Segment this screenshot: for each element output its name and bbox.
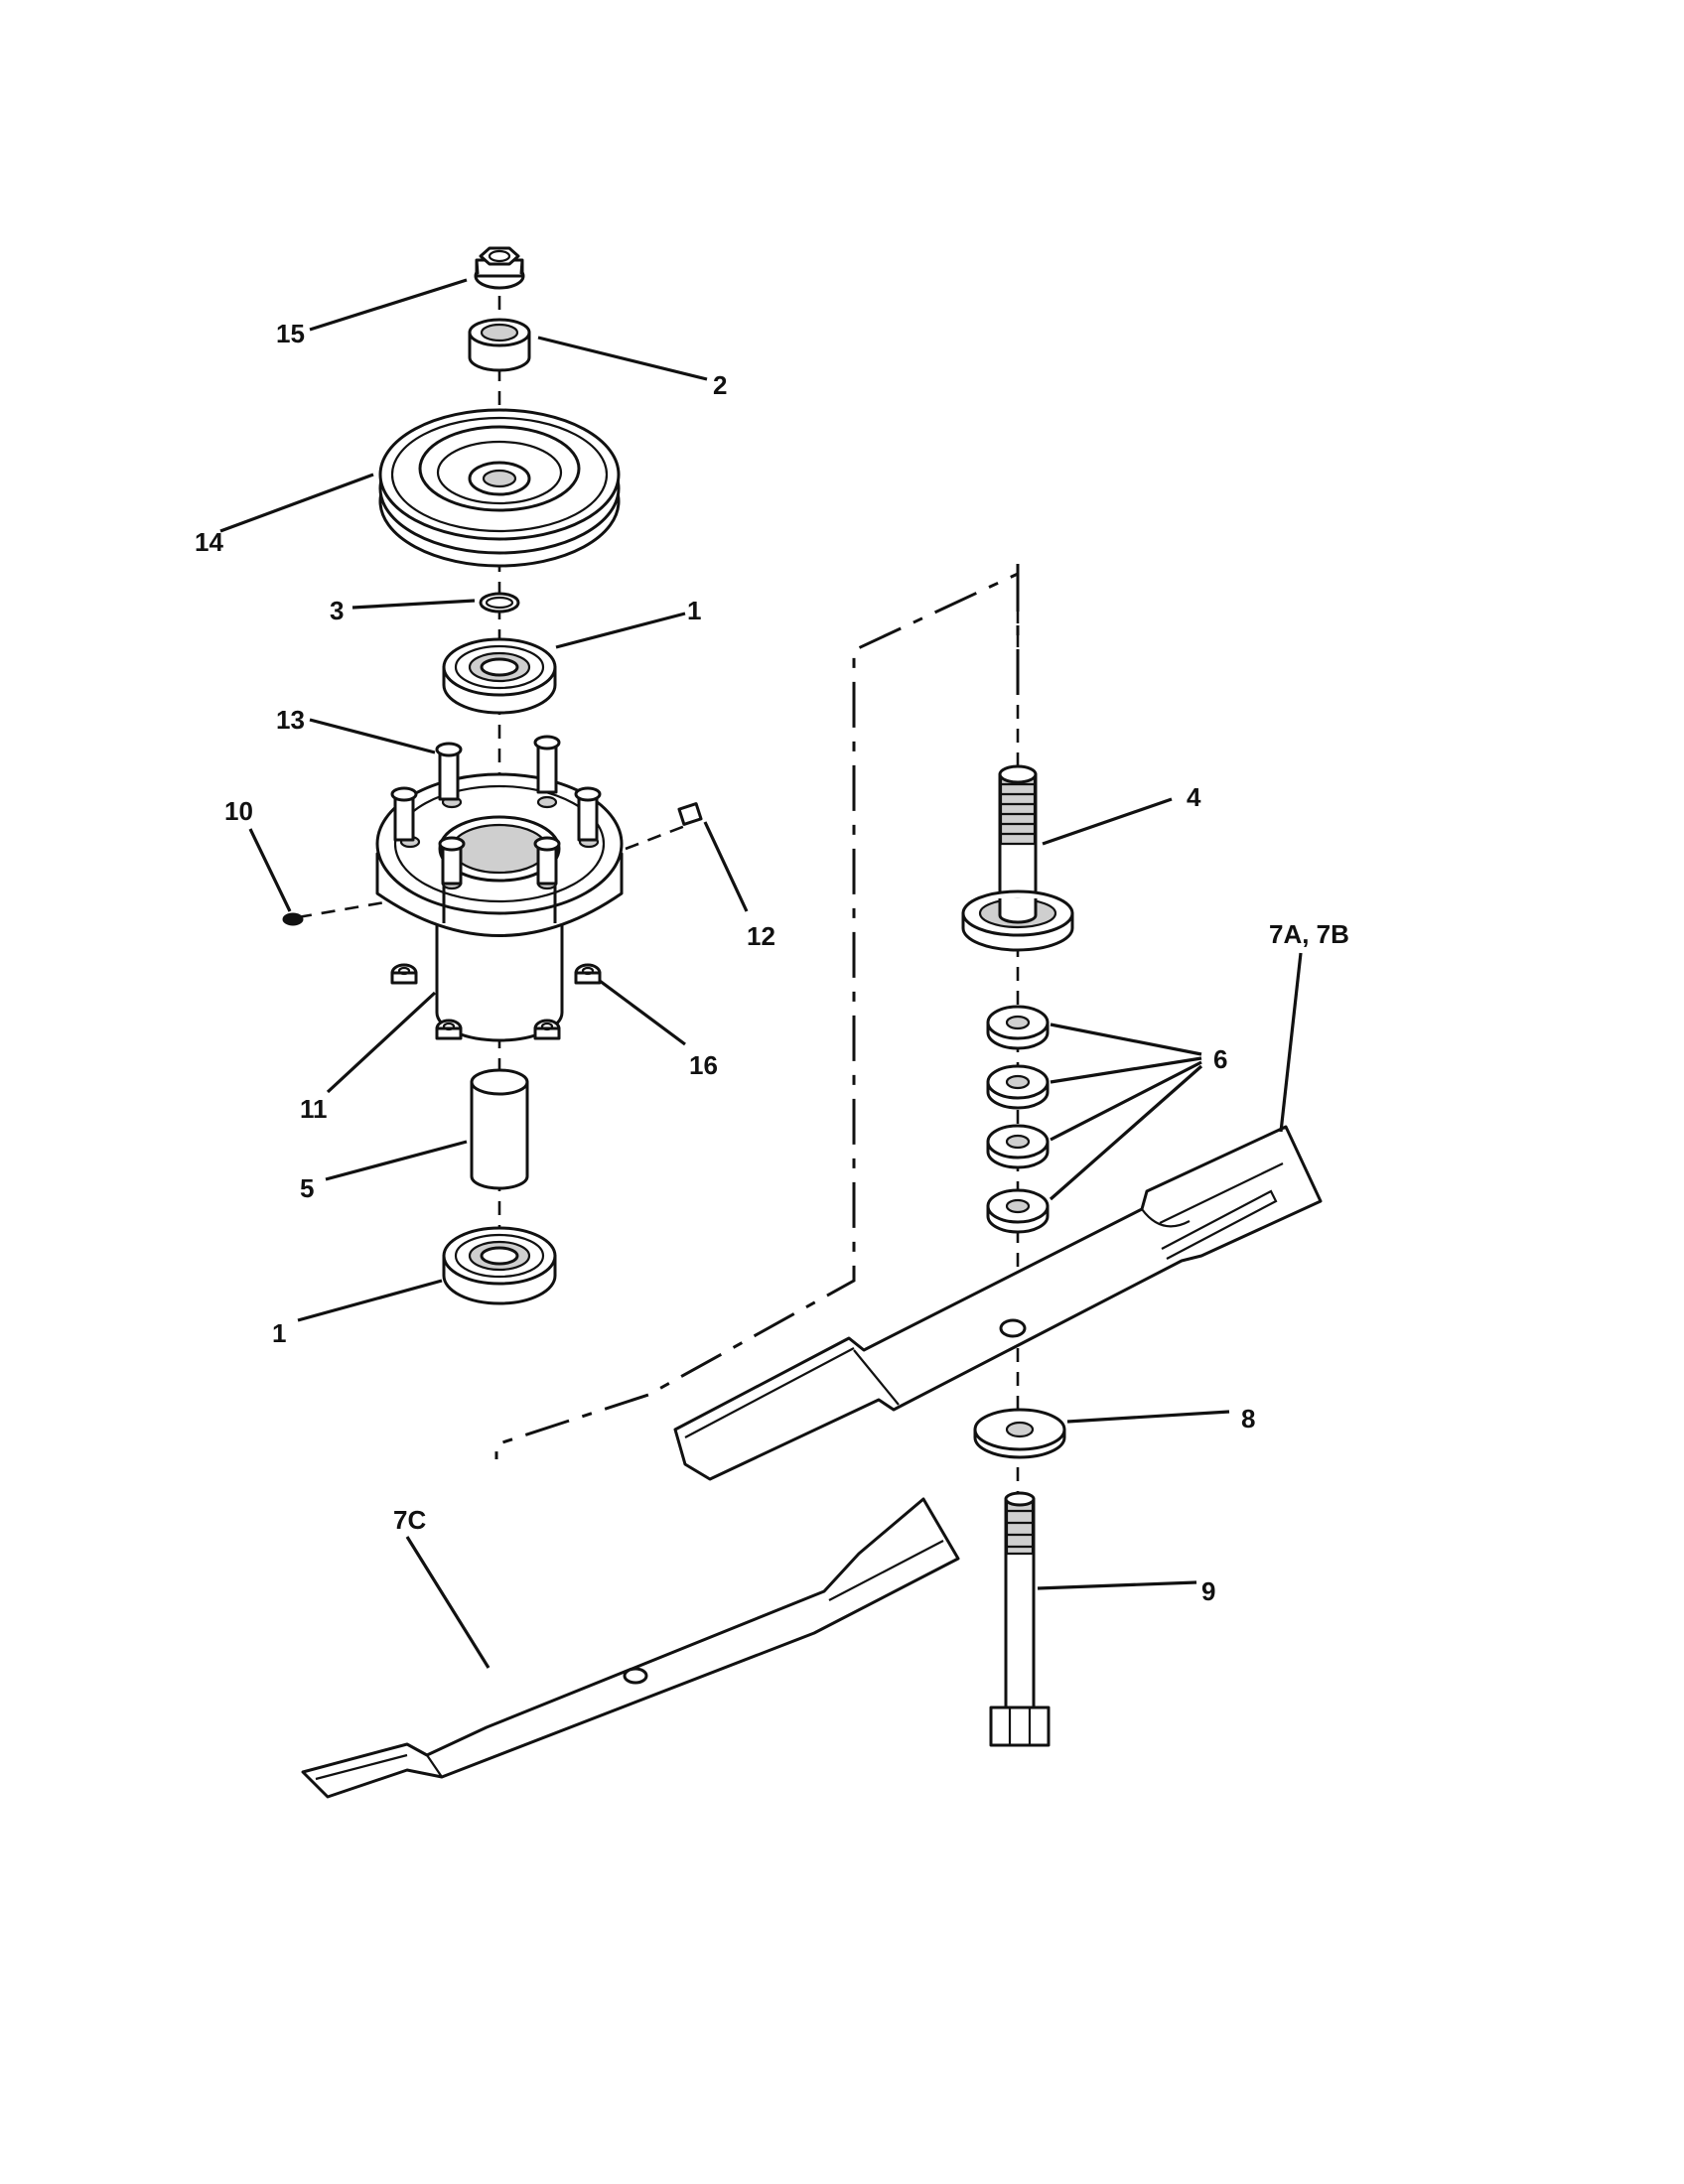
leader-6a [1050, 1023, 1202, 1056]
leader-7c [405, 1536, 491, 1669]
callout-1-lower: 1 [272, 1318, 286, 1348]
part-10-plug[interactable] [282, 912, 304, 926]
leader-1-lower [297, 1279, 443, 1322]
callout-12: 12 [747, 921, 775, 951]
part-6-washers[interactable] [986, 1005, 1050, 1234]
leader-5 [325, 1140, 468, 1181]
leader-1-upper [555, 612, 686, 649]
leader-11 [326, 991, 437, 1094]
leader-6c [1050, 1060, 1202, 1142]
leader-2 [537, 336, 708, 381]
callout-14: 14 [195, 527, 223, 557]
leader-16 [599, 979, 686, 1046]
leader-14 [219, 473, 374, 533]
leader-6d [1049, 1064, 1203, 1201]
part-7ab-blade[interactable] [673, 1125, 1323, 1481]
callout-3: 3 [330, 596, 344, 625]
part-12-set-screw[interactable] [677, 802, 703, 826]
callout-11: 11 [300, 1094, 328, 1124]
callout-13: 13 [276, 705, 305, 735]
leader-15 [309, 278, 468, 332]
callout-7c: 7C [393, 1505, 426, 1535]
part-5-spacer-tube[interactable] [470, 1068, 529, 1190]
leader-4 [1042, 797, 1173, 846]
callout-16: 16 [689, 1050, 718, 1080]
callout-4: 4 [1187, 782, 1201, 812]
leader-10 [248, 828, 292, 912]
part-16-nuts[interactable] [390, 963, 602, 1040]
callout-2: 2 [713, 370, 727, 400]
callout-9: 9 [1201, 1576, 1215, 1606]
part-8-washer[interactable] [973, 1408, 1066, 1459]
callout-15: 15 [276, 319, 305, 348]
leader-3 [351, 599, 476, 610]
callout-7ab: 7A, 7B [1269, 919, 1349, 949]
part-1-upper-bearing[interactable] [442, 637, 557, 715]
callout-5: 5 [300, 1173, 314, 1203]
leader-8 [1066, 1410, 1230, 1424]
part-14-pulley[interactable] [378, 408, 621, 568]
leader-9 [1037, 1580, 1197, 1590]
leader-6b [1050, 1056, 1202, 1084]
leader-12 [703, 821, 749, 912]
leader-7ab [1279, 952, 1303, 1133]
part-15-hex-nut[interactable] [474, 246, 525, 290]
assembly-path-phantom [494, 571, 1020, 1459]
callout-10: 10 [224, 796, 253, 826]
part-3-snap-ring[interactable] [479, 592, 520, 614]
callout-8: 8 [1241, 1404, 1255, 1433]
part-7c-blade[interactable] [301, 1497, 960, 1799]
setscrew-centerline [625, 824, 686, 851]
part-13-bolts[interactable] [390, 735, 602, 886]
part-9-blade-bolt[interactable] [989, 1491, 1051, 1747]
part-2-spacer[interactable] [468, 318, 531, 372]
callout-1-upper: 1 [687, 596, 701, 625]
callout-6: 6 [1213, 1044, 1227, 1074]
part-1-lower-bearing[interactable] [442, 1226, 557, 1305]
part-4-spindle-shaft[interactable] [961, 764, 1074, 952]
leader-13 [309, 718, 436, 754]
